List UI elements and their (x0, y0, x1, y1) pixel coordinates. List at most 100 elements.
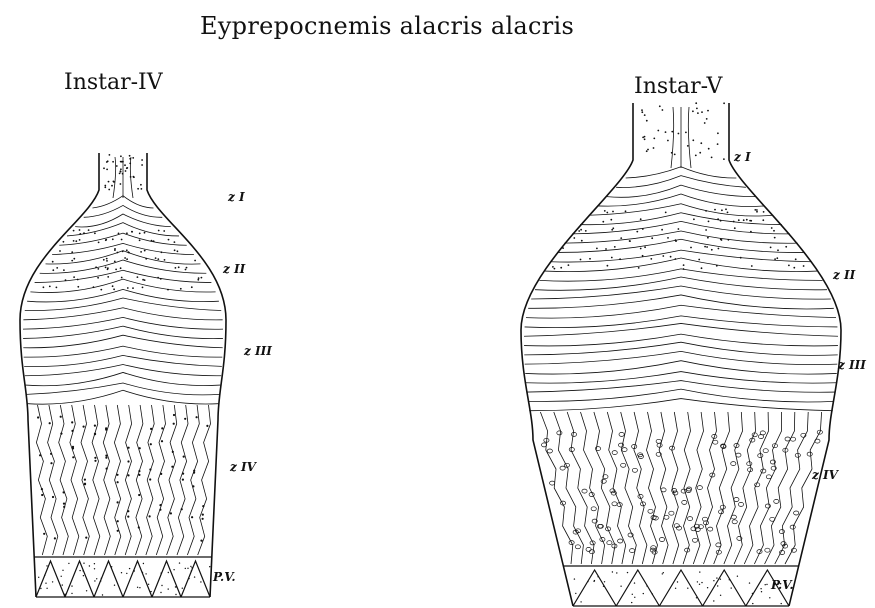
stipple-dot (139, 239, 141, 241)
stipple-dot (157, 277, 159, 279)
strand-dot (117, 501, 119, 503)
pedicel-stipple (89, 565, 90, 566)
follicle-strand (125, 405, 131, 555)
stipple-dot (776, 257, 778, 259)
pedicel-stipple (575, 593, 576, 594)
strand-dot (60, 416, 62, 418)
stipple-dot (701, 267, 703, 269)
pedicel-stipple (632, 594, 633, 595)
strand-dot (117, 530, 119, 532)
oocyte-cell (732, 520, 737, 524)
stipple-dot (711, 249, 713, 251)
oocyte-cell (575, 545, 580, 549)
oocyte-cell (607, 541, 612, 545)
strand-dot (171, 466, 173, 468)
stipple-dot (114, 261, 116, 263)
pedicel-stipple (200, 581, 201, 582)
strand-dot (138, 526, 140, 528)
stipple-dot (63, 241, 65, 243)
pedicel-stipple (173, 569, 174, 570)
pedicel-stipple (761, 591, 762, 592)
pedicel-stipple (697, 581, 698, 582)
germarium-dot (109, 154, 111, 156)
pedicel-stipple (781, 603, 782, 604)
stipple-dot (749, 220, 751, 222)
stipple-dot (705, 229, 707, 231)
germarium-dot (697, 112, 699, 114)
pedicel-stipple (760, 588, 761, 589)
stipple-dot (629, 240, 631, 242)
pedicel-stipple (652, 593, 653, 594)
stipple-dot (144, 250, 146, 252)
strand-dot (150, 428, 152, 430)
stipple-dot (642, 255, 644, 257)
strand-dot (105, 457, 107, 459)
follicle-strand (187, 405, 199, 555)
germarium-dot (667, 140, 669, 142)
follicle-strand (48, 405, 58, 555)
pedicel-stipple (731, 587, 732, 588)
strand-dot (94, 457, 96, 459)
stipple-dot (112, 238, 114, 240)
pedicel-stipple (38, 577, 39, 578)
strand-dot (72, 456, 74, 458)
pedicel-stipple (142, 572, 143, 573)
germarium-dot (646, 120, 648, 122)
strand-dot (139, 447, 141, 449)
stipple-dot (158, 230, 160, 232)
oocyte-cell (790, 437, 795, 441)
germarium-dot (120, 155, 122, 157)
follicle-strand (724, 412, 743, 564)
stipple-dot (725, 208, 727, 210)
stipple-dot (126, 249, 128, 251)
stipple-dot (640, 248, 642, 250)
stipple-dot (121, 239, 123, 241)
stipple-dot (763, 211, 765, 213)
germarium-dot (699, 152, 701, 154)
pedicel-stipple (175, 594, 176, 595)
pedicel-stipple (646, 585, 647, 586)
germarium-dot (647, 149, 649, 151)
pedicel-stipple (663, 572, 664, 573)
stipple-dot (105, 267, 107, 269)
strand-dot (202, 505, 204, 507)
pedicel-stipple (94, 568, 95, 569)
oocyte-cell (619, 432, 624, 436)
strand-dot (200, 540, 202, 542)
germarium-dot (695, 155, 697, 157)
stipple-dot (683, 264, 685, 266)
strand-dot (52, 496, 54, 498)
follicle-strand (70, 405, 79, 555)
pedicel-stipple (62, 570, 63, 571)
oocyte-cell (661, 488, 666, 492)
stipple-dot (562, 247, 564, 249)
zone-line (524, 334, 838, 346)
stipple-dot (155, 257, 157, 259)
zone-line (23, 308, 222, 320)
oocyte-cell (669, 511, 674, 515)
strand-dot (159, 509, 161, 511)
pedicel-stipple (769, 597, 770, 598)
strand-dot (60, 433, 62, 435)
pedicel-stipple (86, 590, 87, 591)
pedicel-stipple (593, 581, 594, 582)
pedicel-stipple (44, 575, 45, 576)
pedicel-stipple (194, 576, 195, 577)
pedicel-stipple (83, 575, 84, 576)
strand-dot (41, 488, 43, 490)
stipple-dot (144, 232, 146, 234)
stipple-dot (665, 212, 667, 214)
strand-dot (172, 451, 174, 453)
strand-dot (63, 491, 65, 493)
oocyte-cell (783, 544, 788, 548)
stipple-dot (602, 221, 604, 223)
stipple-dot (717, 218, 719, 220)
stipple-dot (95, 266, 97, 268)
zone-line (607, 185, 756, 197)
strand-dot (105, 427, 107, 429)
strand-dot (149, 468, 151, 470)
stipple-dot (596, 248, 598, 250)
pedicel-stipple (160, 592, 161, 593)
germarium-dot (644, 138, 646, 140)
zone-line (46, 251, 201, 265)
